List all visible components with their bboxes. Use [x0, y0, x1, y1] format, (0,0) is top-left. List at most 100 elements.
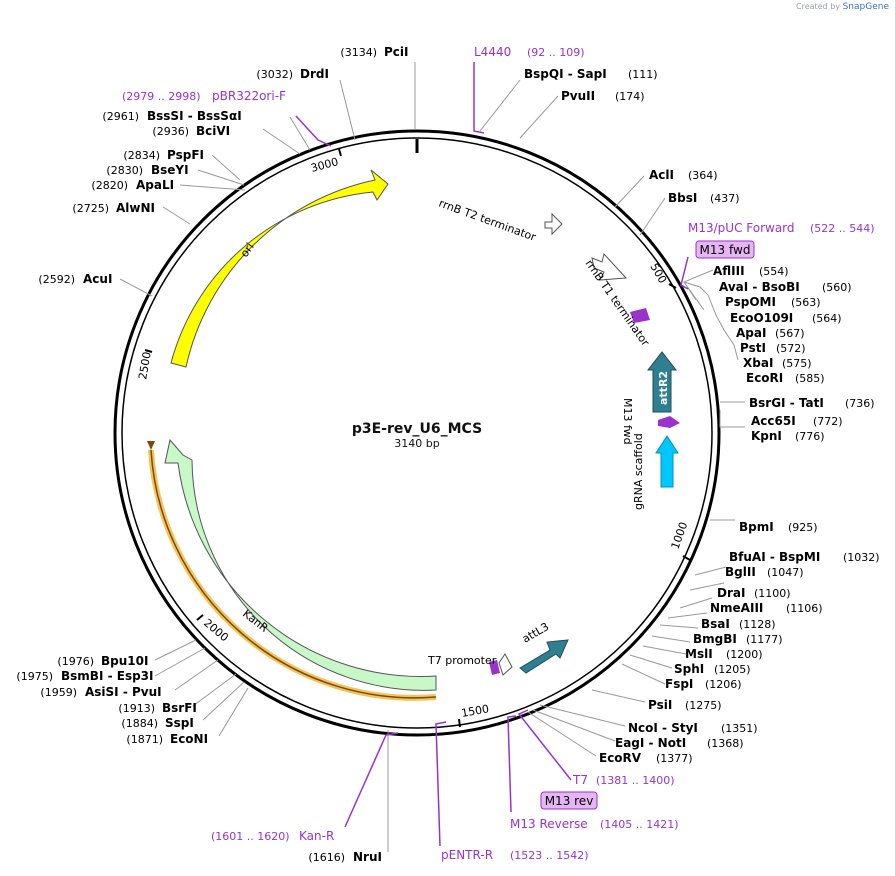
enzyme-bmgbi[interactable]: BmgBI (1177)	[693, 632, 783, 646]
svg-text:(1206): (1206)	[705, 678, 742, 691]
enzyme-bsai[interactable]: BsaI (1128)	[701, 617, 776, 631]
primer-t7[interactable]: T7 (1381 .. 1400)	[572, 773, 675, 787]
svg-text:(3134): (3134)	[340, 46, 377, 59]
feature-grna-scaffold[interactable]: gRNA scaffold	[632, 433, 679, 510]
enzyme-apali[interactable]: (2820) ApaLI	[91, 178, 174, 192]
primer-markers	[295, 62, 689, 847]
enzyme-fspi[interactable]: FspI (1206)	[665, 677, 742, 691]
svg-text:pENTR-R: pENTR-R	[441, 848, 493, 862]
enzyme-kpni[interactable]: KpnI (776)	[751, 429, 825, 443]
svg-text:AlwNI: AlwNI	[116, 201, 155, 215]
enzyme-avai-bsobi[interactable]: AvaI - BsoBI (560)	[719, 280, 852, 294]
svg-text:BspQI - SapI: BspQI - SapI	[524, 67, 607, 81]
tick-label-500: 500	[647, 261, 669, 286]
svg-text:BfuAI - BspMI: BfuAI - BspMI	[729, 550, 820, 564]
enzyme-bglii[interactable]: BglII (1047)	[725, 565, 804, 579]
svg-text:(736): (736)	[845, 397, 875, 410]
enzyme-acli[interactable]: AclI (364)	[649, 168, 718, 182]
enzyme-bbsi[interactable]: BbsI (437)	[668, 191, 740, 205]
enzyme-pspfi[interactable]: (2834) PspFI	[123, 148, 204, 162]
svg-text:(2979 .. 2998): (2979 .. 2998)	[122, 90, 201, 103]
enzyme-bpu10i[interactable]: (1976) Bpu10I	[57, 654, 148, 668]
svg-text:(1106): (1106)	[786, 602, 823, 615]
feature-label-kanr: KanR	[240, 607, 271, 635]
svg-text:AclI: AclI	[649, 168, 674, 182]
svg-text:(925): (925)	[788, 521, 818, 534]
enzyme-acc65i[interactable]: Acc65I (772)	[751, 414, 843, 428]
enzyme-afliii[interactable]: AflIII (554)	[713, 264, 789, 278]
svg-text:BsrFI: BsrFI	[162, 701, 197, 715]
primer-m13-puc-forward[interactable]: M13/pUC Forward (522 .. 544) M13 fwd	[688, 221, 875, 259]
enzyme-bseyi[interactable]: (2830) BseYI	[106, 163, 188, 177]
svg-text:PspOMI: PspOMI	[725, 295, 776, 309]
enzyme-sphi[interactable]: SphI (1205)	[674, 662, 751, 676]
enzyme-xbai[interactable]: XbaI (575)	[743, 356, 812, 370]
enzyme-psii[interactable]: PsiI (1275)	[648, 698, 722, 712]
feature-attl3[interactable]: attL3	[519, 620, 569, 674]
enzyme-alwni[interactable]: (2725) AlwNI	[72, 201, 155, 215]
tick-label-1500: 1500	[460, 702, 490, 720]
svg-text:BpmI: BpmI	[739, 520, 774, 534]
enzyme-drdi[interactable]: (3032) DrdI	[256, 67, 329, 81]
enzyme-pspomi[interactable]: PspOMI (563)	[725, 295, 821, 309]
enzyme-sspi[interactable]: (1884) SspI	[121, 716, 193, 730]
svg-text:(2725): (2725)	[72, 202, 109, 215]
enzyme-bsssi-bsssai[interactable]: (2961) BssSI - BssSαI	[102, 109, 241, 123]
svg-text:DrdI: DrdI	[300, 67, 329, 81]
enzyme-bpmi[interactable]: BpmI (925)	[739, 520, 818, 534]
svg-text:(1913): (1913)	[118, 702, 155, 715]
enzyme-bsmbi-esp3i[interactable]: (1975) BsmBI - Esp3I	[16, 669, 153, 683]
enzyme-acui[interactable]: (2592) AcuI	[38, 272, 112, 286]
primer-kan-r[interactable]: (1601 .. 1620) Kan-R	[211, 829, 334, 843]
feature-label-grna-scaffold: gRNA scaffold	[632, 433, 645, 510]
enzyme-pcii[interactable]: (3134) PciI	[340, 45, 408, 59]
enzyme-bcivi[interactable]: (2936) BciVI	[152, 124, 230, 138]
svg-text:AsiSI - PvuI: AsiSI - PvuI	[85, 685, 162, 699]
enzyme-bfuai-bspmi[interactable]: BfuAI - BspMI (1032)	[729, 550, 880, 564]
enzyme-bsrfi[interactable]: (1913) BsrFI	[118, 701, 196, 715]
primer-l4440[interactable]: L4440 (92 .. 109)	[474, 45, 585, 59]
enzyme-bspqi-sapi[interactable]: BspQI - SapI (111)	[524, 67, 658, 81]
enzyme-ecorv[interactable]: EcoRV (1377)	[599, 751, 693, 765]
feature-m13-fwd-marker[interactable]	[658, 416, 680, 428]
primer-m13-reverse[interactable]: M13 rev M13 Reverse (1405 .. 1421)	[510, 791, 679, 831]
enzyme-ecoo109i[interactable]: EcoO109I (564)	[730, 311, 842, 325]
svg-text:MslI: MslI	[685, 647, 713, 661]
enzyme-nmeaiii[interactable]: NmeAIII (1106)	[710, 601, 823, 615]
enzyme-econi[interactable]: (1871) EcoNI	[126, 732, 208, 746]
primer-pentr-r[interactable]: pENTR-R (1523 .. 1542)	[441, 848, 589, 862]
enzyme-apai[interactable]: ApaI (567)	[736, 326, 805, 340]
enzyme-ecori[interactable]: EcoRI (585)	[746, 371, 825, 385]
svg-text:AcuI: AcuI	[83, 272, 112, 286]
svg-text:(772): (772)	[813, 415, 843, 428]
svg-text:Bpu10I: Bpu10I	[101, 654, 148, 668]
feature-attr2[interactable]: attR2	[646, 351, 678, 413]
enzyme-nrui[interactable]: (1616) NruI	[308, 850, 382, 864]
svg-text:(2936): (2936)	[152, 125, 189, 138]
enzyme-eagi-noti[interactable]: EagI - NotI (1368)	[615, 736, 744, 750]
enzyme-ncoi-styi[interactable]: NcoI - StyI (1351)	[628, 721, 758, 735]
snapgene-credit: Created by SnapGene	[796, 2, 889, 12]
feature-rrnb-t2[interactable]: rrnB T2 terminator	[437, 197, 563, 244]
feature-kanr[interactable]: KanR	[164, 438, 437, 691]
svg-text:(1523 .. 1542): (1523 .. 1542)	[510, 849, 589, 862]
enzyme-drai[interactable]: DraI (1100)	[717, 586, 791, 600]
enzyme-bsrgi-tati[interactable]: BsrGI - TatI (736)	[749, 396, 875, 410]
feature-rrnb-t1[interactable]: rrnB T1 terminator	[583, 252, 653, 349]
enzyme-asisi-pvui[interactable]: (1959) AsiSI - PvuI	[40, 685, 161, 699]
svg-text:AvaI - BsoBI: AvaI - BsoBI	[719, 280, 800, 294]
tick-2500: 2500	[136, 349, 154, 381]
svg-text:M13/pUC Forward: M13/pUC Forward	[688, 221, 795, 235]
enzyme-msli[interactable]: MslI (1200)	[685, 647, 763, 661]
primer-pbr322ori-f[interactable]: (2979 .. 2998) pBR322ori-F	[122, 89, 286, 103]
enzyme-psti[interactable]: PstI (572)	[740, 341, 806, 355]
svg-text:EagI - NotI: EagI - NotI	[615, 736, 686, 750]
svg-text:AflIII: AflIII	[713, 264, 745, 278]
svg-text:BsmBI - Esp3I: BsmBI - Esp3I	[61, 669, 153, 683]
svg-text:(776): (776)	[795, 430, 825, 443]
feature-ori[interactable]: ori	[170, 169, 389, 368]
feature-t7-promoter[interactable]: T7 promoter	[427, 653, 513, 676]
svg-text:(1959): (1959)	[40, 686, 77, 699]
svg-text:(1405 .. 1421): (1405 .. 1421)	[600, 818, 679, 831]
enzyme-pvuii[interactable]: PvuII (174)	[561, 89, 645, 103]
